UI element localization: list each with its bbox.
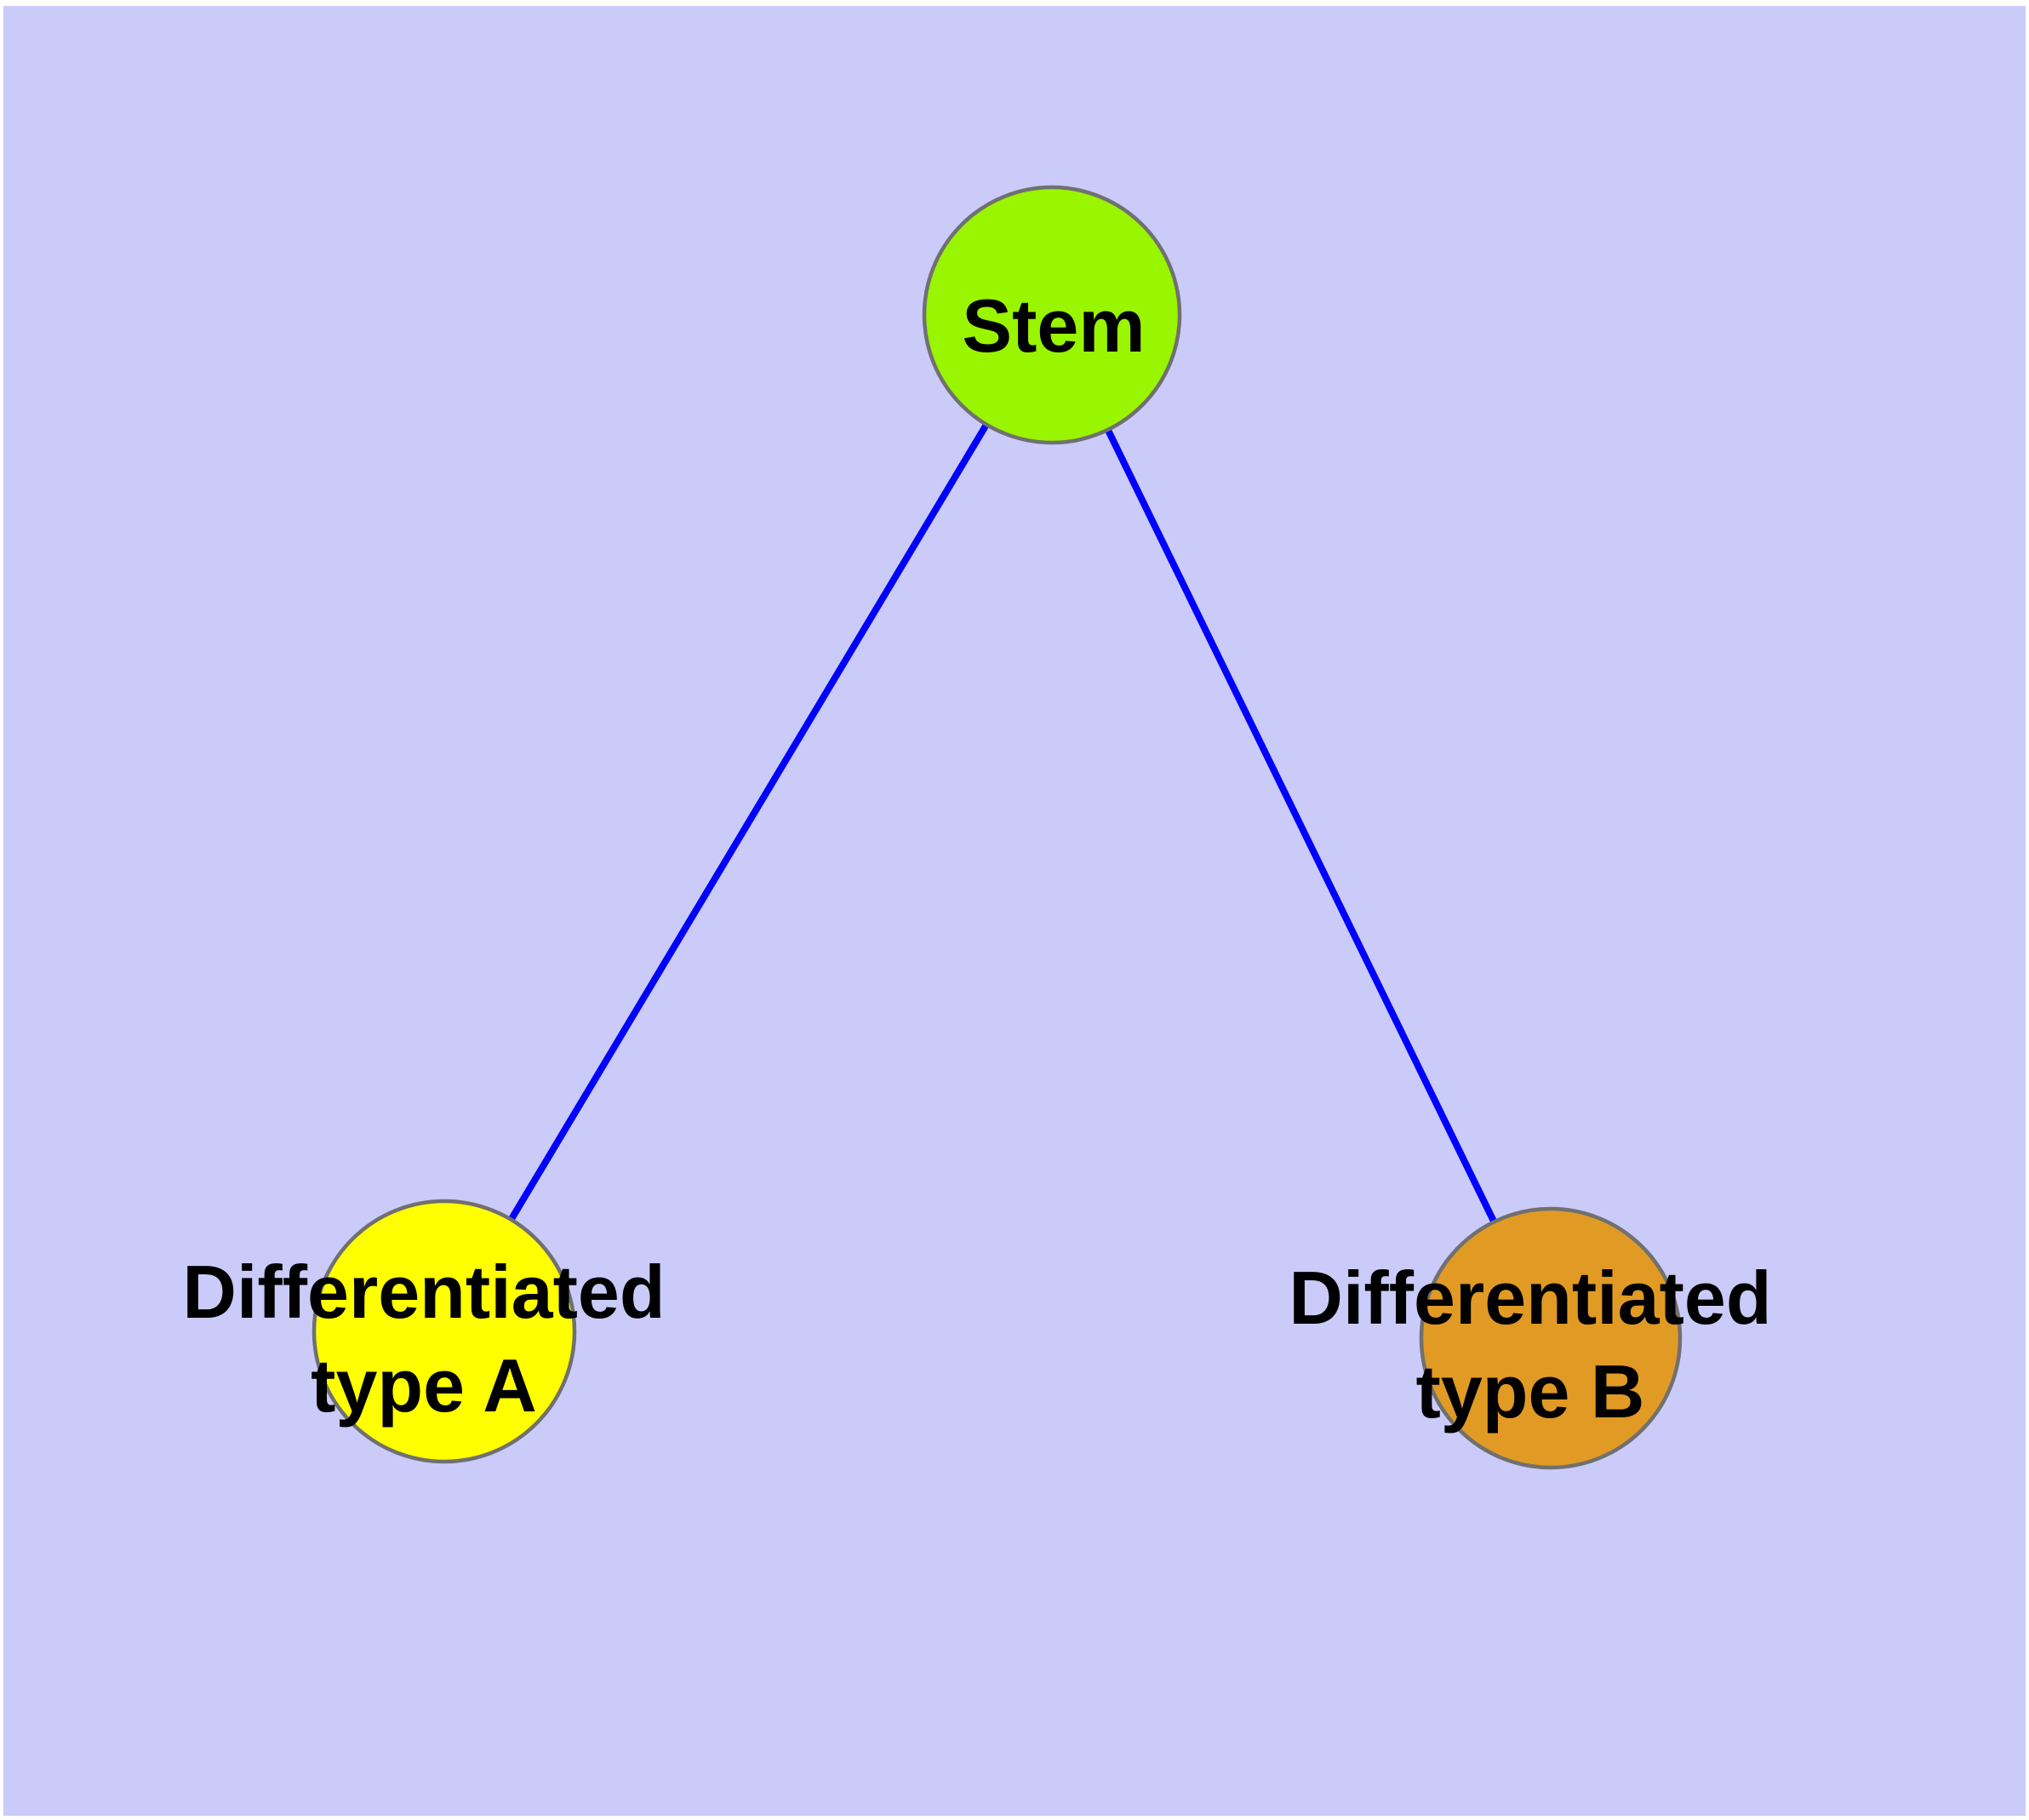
node-differentiated-type-a	[311, 1199, 577, 1464]
node-type-b-label-line1: Differentiated	[1289, 1256, 1771, 1340]
edge-stem-to-type-b	[1049, 313, 1554, 1340]
node-type-a-label-line1: Differentiated	[182, 1250, 665, 1334]
label-layer: Stem Differentiated type A Differentiate…	[182, 283, 1771, 1434]
node-type-b-label-line2: type B	[1416, 1349, 1645, 1434]
node-stem-label: Stem	[962, 283, 1145, 368]
node-type-a-label-line2: type A	[311, 1343, 537, 1428]
node-layer	[311, 185, 1683, 1470]
node-stem	[922, 185, 1182, 445]
node-differentiated-type-b	[1419, 1206, 1683, 1470]
edge-layer	[441, 312, 1554, 1340]
edge-stem-to-type-a	[441, 312, 1055, 1334]
